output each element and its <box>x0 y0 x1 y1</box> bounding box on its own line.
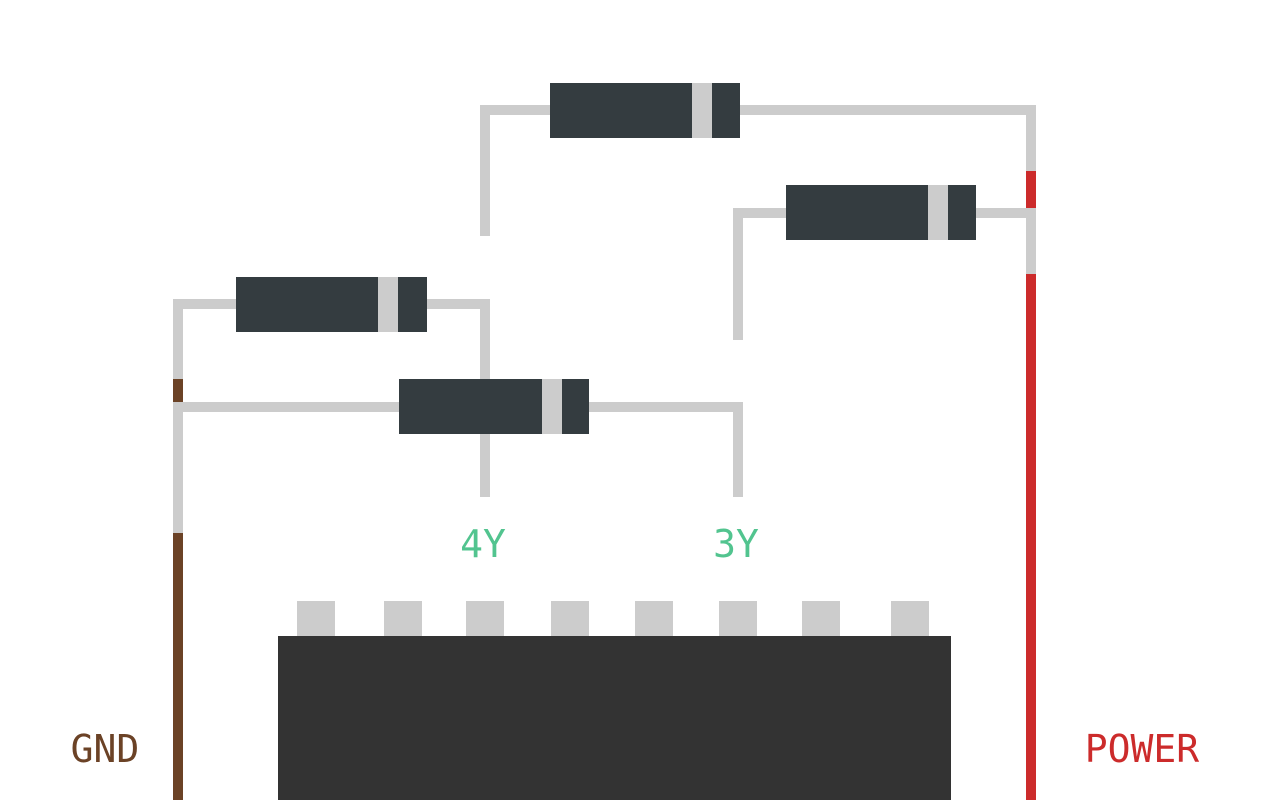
diode-band <box>692 83 712 138</box>
diode-middle <box>399 379 589 434</box>
wire-left-diode-right <box>427 299 490 380</box>
chip-body <box>278 636 951 800</box>
diode-top <box>550 83 740 138</box>
gnd-rail-upper <box>173 379 183 402</box>
wire-mid-diode-left <box>173 402 399 534</box>
chip-pin <box>891 601 929 637</box>
diode-body <box>236 277 427 332</box>
pin-label-4y: 4Y <box>460 522 506 566</box>
diode-band <box>928 185 948 240</box>
power-label: POWER <box>1085 727 1200 771</box>
chip-pin <box>719 601 757 637</box>
chip-pins <box>297 601 929 637</box>
power-rail <box>1026 171 1036 800</box>
wire-top-diode-right <box>740 105 1036 172</box>
wire-top-diode-left <box>480 105 550 236</box>
chip-pin <box>384 601 422 637</box>
gnd-rail-lower <box>173 533 183 800</box>
chip-pin <box>635 601 673 637</box>
diode-band <box>378 277 398 332</box>
diode-band <box>542 379 562 434</box>
wire-mid-diode-right <box>589 402 743 497</box>
gnd-label: GND <box>71 727 140 771</box>
wire-right-diode-left <box>733 208 786 340</box>
chip-pin <box>297 601 335 637</box>
diode-left <box>236 277 427 332</box>
wires <box>173 105 1036 534</box>
diode-right <box>786 185 976 240</box>
power-rail-upper <box>1026 171 1036 208</box>
chip-pin <box>802 601 840 637</box>
chip-pin <box>466 601 504 637</box>
power-rail-lower <box>1026 274 1036 800</box>
wire-left-diode-left <box>173 299 236 380</box>
chip-pin <box>551 601 589 637</box>
gnd-rail <box>173 379 183 800</box>
pin-label-3y: 3Y <box>713 522 759 566</box>
